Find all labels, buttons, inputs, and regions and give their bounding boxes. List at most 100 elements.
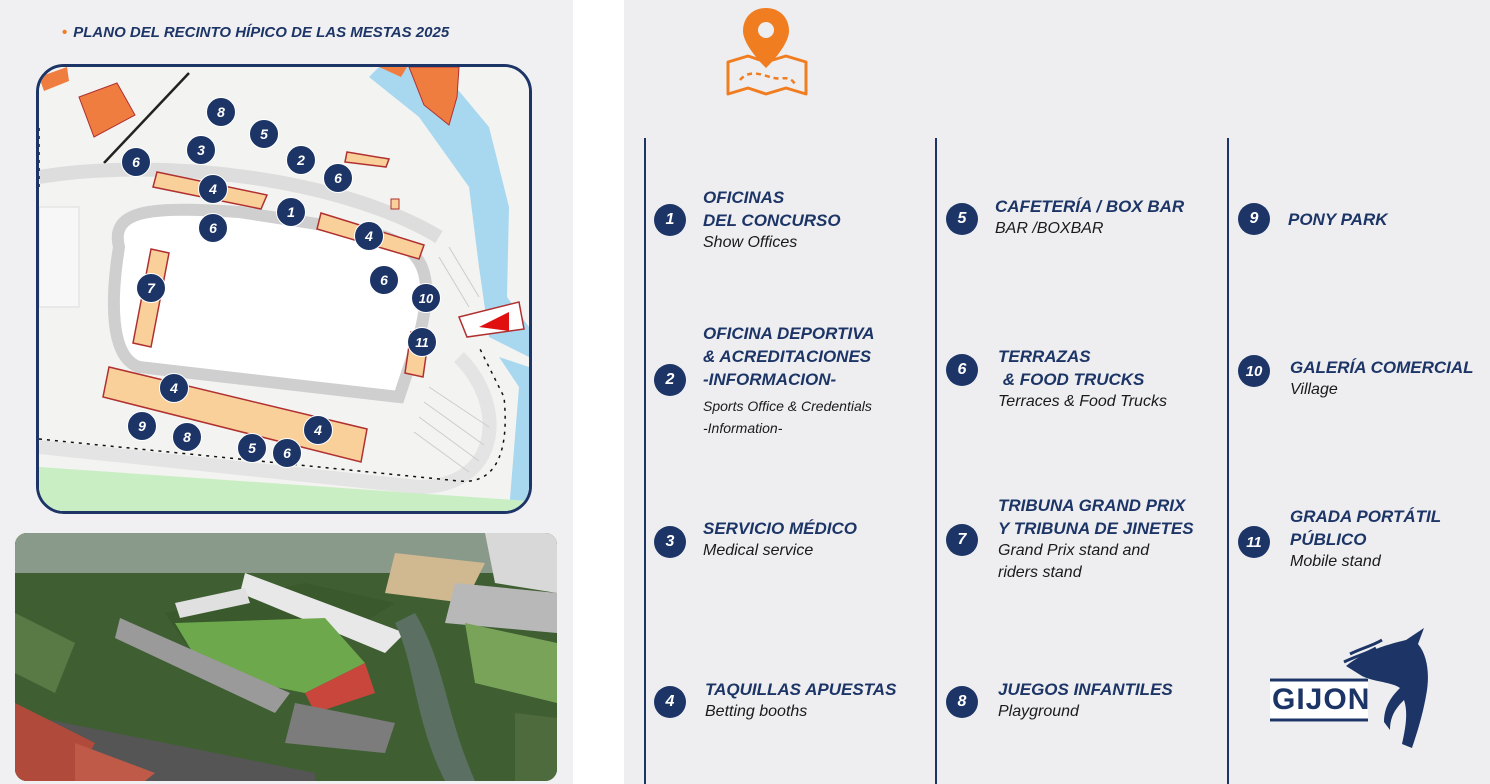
map-marker-4[interactable]: 4 <box>303 415 333 445</box>
legend-number-7: 7 <box>946 524 978 556</box>
legend-number-3: 3 <box>654 526 686 558</box>
legend-subtitle: Betting booths <box>705 703 808 720</box>
legend-title: GRADA PORTÁTIL <box>1290 507 1442 526</box>
legend-subtitle: Show Offices <box>703 234 798 251</box>
left-panel: • PLANO DEL RECINTO HÍPICO DE LAS MESTAS … <box>0 0 573 784</box>
top-building-left <box>78 82 136 138</box>
legend-number-11: 11 <box>1238 526 1270 558</box>
legend-title: SERVICIO MÉDICO <box>703 519 857 538</box>
legend-item-11: GRADA PORTÁTIL PÚBLICO Mobile stand <box>1290 505 1441 573</box>
top-building-small <box>379 67 407 77</box>
legend-number-1: 1 <box>654 204 686 236</box>
venue-map: 8 5 3 6 2 6 4 1 6 4 6 10 7 11 4 9 8 4 5 … <box>36 64 532 514</box>
map-marker-5[interactable]: 5 <box>237 433 267 463</box>
legend-subtitle: riders stand <box>998 564 1082 581</box>
map-marker-10[interactable]: 10 <box>411 283 441 313</box>
map-marker-6[interactable]: 6 <box>323 163 353 193</box>
legend-title: -INFORMACION- <box>703 370 837 389</box>
map-marker-8[interactable]: 8 <box>206 97 236 127</box>
legend-subtitle: Sports Office & Credentials <box>703 398 872 414</box>
legend-subtitle: Mobile stand <box>1290 553 1381 570</box>
map-marker-1[interactable]: 1 <box>276 197 306 227</box>
legend-title: JUEGOS INFANTILES <box>998 680 1173 699</box>
divider-col2 <box>935 138 937 784</box>
map-marker-4[interactable]: 4 <box>354 221 384 251</box>
map-marker-6[interactable]: 6 <box>272 438 302 468</box>
map-marker-2[interactable]: 2 <box>286 145 316 175</box>
map-marker-9[interactable]: 9 <box>127 411 157 441</box>
divider-col3 <box>1227 138 1229 784</box>
map-marker-7[interactable]: 7 <box>136 273 166 303</box>
map-marker-6[interactable]: 6 <box>198 213 228 243</box>
entrance-arrow <box>479 312 509 331</box>
legend-subtitle: Village <box>1290 381 1338 398</box>
road-bottom <box>39 352 497 495</box>
legend-number-10: 10 <box>1238 355 1270 387</box>
legend-subtitle: -Information- <box>703 420 783 436</box>
map-title: • PLANO DEL RECINTO HÍPICO DE LAS MESTAS … <box>62 24 449 41</box>
map-pin-icon <box>726 8 808 96</box>
top-building-right <box>408 67 460 126</box>
legend-title: PÚBLICO <box>1290 530 1367 549</box>
river <box>369 67 529 357</box>
map-marker-11[interactable]: 11 <box>407 327 437 357</box>
logo-text: GIJON <box>1272 683 1371 716</box>
legend-title: & FOOD TRUCKS <box>998 370 1145 389</box>
river-lower <box>499 357 529 511</box>
legend-title: OFICINAS <box>703 188 785 207</box>
map-marker-4[interactable]: 4 <box>198 174 228 204</box>
legend-number-9: 9 <box>1238 203 1270 235</box>
legend-item-9: PONY PARK <box>1288 208 1388 231</box>
legend-item-8: JUEGOS INFANTILES Playground <box>998 678 1173 723</box>
legend-title: TAQUILLAS APUESTAS <box>705 680 897 699</box>
legend-title: GALERÍA COMERCIAL <box>1290 358 1474 377</box>
legend-item-2: OFICINA DEPORTIVA & ACREDITACIONES -INFO… <box>703 322 875 439</box>
legend-item-1: OFICINAS DEL CONCURSO Show Offices <box>703 186 841 254</box>
title-bullet: • <box>62 24 68 41</box>
divider-col1 <box>644 138 646 784</box>
legend-number-6: 6 <box>946 354 978 386</box>
legend-item-6: TERRAZAS & FOOD TRUCKS Terraces & Food T… <box>998 345 1167 413</box>
legend-title: OFICINA DEPORTIVA <box>703 324 875 343</box>
gijon-logo: GIJON <box>1266 626 1436 750</box>
legend-item-7: TRIBUNA GRAND PRIX Y TRIBUNA DE JINETES … <box>998 494 1194 584</box>
legend-title: TRIBUNA GRAND PRIX <box>998 496 1186 515</box>
legend-subtitle: Grand Prix stand and <box>998 542 1150 559</box>
map-marker-6[interactable]: 6 <box>369 265 399 295</box>
right-panel <box>624 0 1490 784</box>
legend-number-5: 5 <box>946 203 978 235</box>
legend-item-10: GALERÍA COMERCIAL Village <box>1290 356 1474 401</box>
building-small <box>344 151 391 168</box>
legend-title: CAFETERÍA / BOX BAR <box>995 197 1185 216</box>
legend-title: Y TRIBUNA DE JINETES <box>998 519 1194 538</box>
green-strip <box>39 467 529 511</box>
kiosk <box>390 198 400 210</box>
map-marker-5[interactable]: 5 <box>249 119 279 149</box>
map-title-text: PLANO DEL RECINTO HÍPICO DE LAS MESTAS 2… <box>73 24 450 41</box>
map-marker-4[interactable]: 4 <box>159 373 189 403</box>
legend-subtitle: Terraces & Food Trucks <box>998 393 1167 410</box>
legend-subtitle: BAR /BOXBAR <box>995 220 1104 237</box>
arena <box>107 203 433 404</box>
legend-item-5: CAFETERÍA / BOX BAR BAR /BOXBAR <box>995 195 1184 240</box>
legend-title: PONY PARK <box>1288 210 1388 229</box>
legend-number-2: 2 <box>654 364 686 396</box>
aerial-photo-drawing <box>15 533 557 781</box>
legend-title: DEL CONCURSO <box>703 211 841 230</box>
legend-number-4: 4 <box>654 686 686 718</box>
legend-title: & ACREDITACIONES <box>703 347 872 366</box>
legend-subtitle: Medical service <box>703 542 814 559</box>
legend-number-8: 8 <box>946 686 978 718</box>
top-building-edge <box>39 67 69 91</box>
map-drawing <box>39 67 529 511</box>
fence-line <box>103 72 190 164</box>
map-marker-3[interactable]: 3 <box>186 135 216 165</box>
aerial-photo <box>15 533 557 781</box>
legend-subtitle: Playground <box>998 703 1079 720</box>
legend-item-4: TAQUILLAS APUESTAS Betting booths <box>705 678 896 723</box>
legend-item-3: SERVICIO MÉDICO Medical service <box>703 517 857 562</box>
map-marker-8[interactable]: 8 <box>172 422 202 452</box>
legend-title: TERRAZAS <box>998 347 1091 366</box>
map-marker-6[interactable]: 6 <box>121 147 151 177</box>
horse-head-logo <box>1270 628 1428 748</box>
